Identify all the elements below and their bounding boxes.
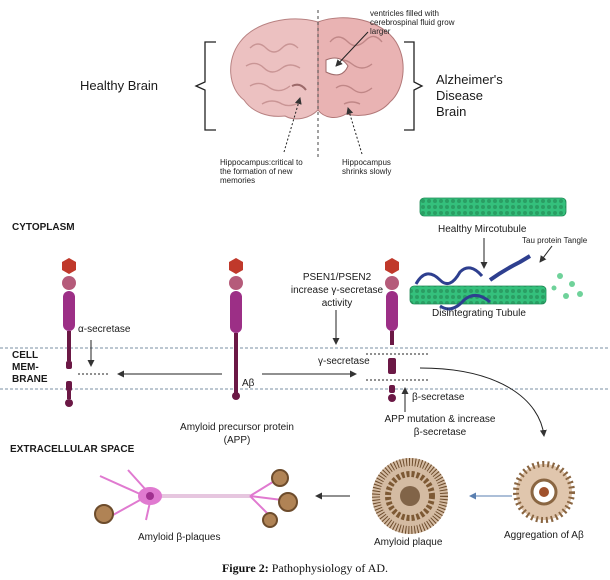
extracellular-label: EXTRACELLULAR SPACE [10,444,135,455]
amyloid-beta-plaques-label: Amyloid β-plaques [138,532,221,543]
app-mutation-label-1: APP mutation & increase [384,414,496,425]
app-alpha-cleaved [62,258,110,407]
gamma-secretase-label: γ-secretase [318,356,370,367]
neuron-with-plaques [94,469,298,528]
left-brace [194,41,216,131]
disintegrating-tubule-label: Disintegrating Tubule [432,308,526,319]
cytoplasm-label: CYTOPLASM [12,222,75,233]
healthy-microtubule-label: Healthy Mircotubule [438,224,527,235]
disintegrating-tubule [409,254,583,311]
app-intact [229,258,243,400]
healthy-microtubule [419,197,567,217]
app-label-1: Amyloid precursor protein [180,422,294,433]
beta-secretase-label: β-secretase [412,392,465,403]
membrane-label-3: BRANE [12,374,48,385]
ventricles-note-1: ventricles filled with [370,9,439,18]
ventricles-note-3: larger [370,27,391,36]
ventricles-note-2: cerebrospinal fluid grow [370,18,455,27]
abeta-label: Aβ [242,378,255,389]
amyloid-plaque [372,458,448,534]
psen-label-3: activity [321,298,353,309]
tau-tangle-label: Tau protein Tangle [522,236,588,245]
hippo-healthy-1: Hippocampus:critical to [220,158,303,167]
ad-brain-label-3: Brain [436,104,467,119]
aggregation-label: Aggregation of Aβ [504,530,584,541]
ad-brain-label-2: Disease [436,88,483,103]
abeta-aggregate [513,461,575,523]
psen-label-2: increase γ-secretase [290,285,384,296]
hippo-ad-1: Hippocampus [342,158,391,167]
app-gamma-beta-cleaved [332,258,430,412]
amyloid-plaque-label: Amyloid plaque [374,537,443,548]
figure-caption: Figure 2: Pathophysiology of AD. [0,561,610,576]
psen-label-1: PSEN1/PSEN2 [302,272,372,283]
arrow-to-aggregation [419,367,547,437]
hippo-ad-2: shrinks slowly [342,167,392,176]
app-mutation-label-2: β-secretase [413,427,467,438]
membrane-label-1: CELL [12,350,39,361]
caption-text: Pathophysiology of AD. [268,561,389,575]
ad-brain-label-1: Alzheimer's [436,72,503,87]
right-brace [404,41,424,131]
caption-label: Figure 2: [221,561,269,575]
healthy-brain-label: Healthy Brain [80,78,159,93]
hippo-healthy-3: memories [220,176,256,185]
app-label-2: (APP) [223,435,251,446]
brain-illustration [194,10,424,160]
membrane-label-2: MEM- [12,362,39,373]
hippo-healthy-2: the formation of new [220,167,293,176]
healthy-brain-half [230,18,319,120]
alpha-secretase-label: α-secretase [78,324,131,335]
